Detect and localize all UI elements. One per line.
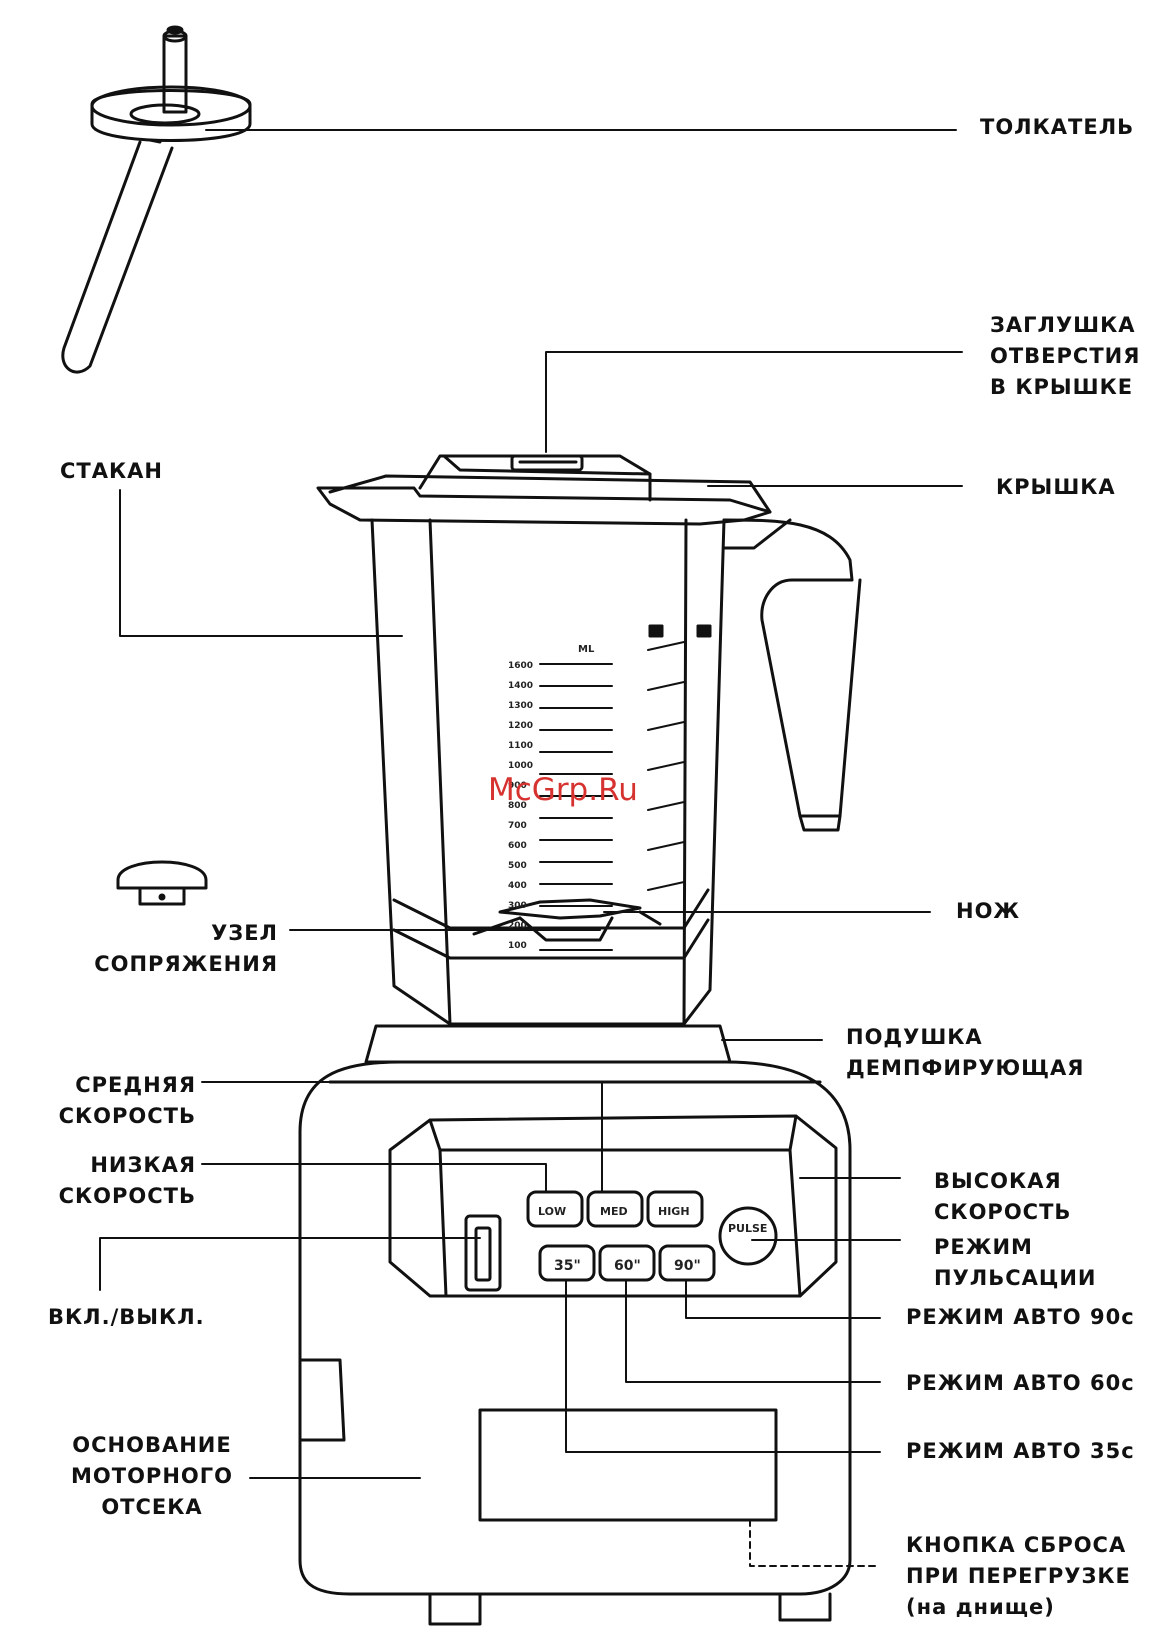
scale-mark-label: 300 (508, 901, 527, 911)
scale-labels: 1600 1400 1300 1200 1100 1000 900 800 700 600 500 4… (508, 661, 533, 951)
label-damping-pad-line: ПОДУШКА (846, 1025, 983, 1049)
panel-med-text: MED (600, 1205, 628, 1218)
label-pulse-mode-line: РЕЖИМ (934, 1235, 1033, 1259)
label-jar: СТАКАН (60, 459, 163, 483)
scale-mark-label: 400 (508, 881, 527, 891)
label-coupling-line: СОПРЯЖЕНИЯ (94, 952, 278, 976)
label-pulse-mode: РЕЖИМ ПУЛЬСАЦИИ (934, 1232, 1097, 1294)
scale-mark-label: 1300 (508, 701, 533, 711)
label-reset: КНОПКА СБРОСА ПРИ ПЕРЕГРУЗКЕ (на днище) (906, 1530, 1131, 1623)
scale-mark-label: 100 (508, 941, 527, 951)
leader-lines (99, 129, 963, 1567)
label-motor-base-line: ОТСЕКА (101, 1495, 203, 1519)
label-high-speed-line: СКОРОСТЬ (934, 1200, 1072, 1224)
label-lid-plug: ЗАГЛУШКА ОТВЕРСТИЯ В КРЫШКЕ (990, 310, 1140, 403)
label-reset-line: (на днище) (906, 1595, 1055, 1619)
label-pulse-mode-line: ПУЛЬСАЦИИ (934, 1266, 1097, 1290)
label-low-speed-line: НИЗКАЯ (90, 1153, 196, 1177)
label-lid-plug-line: ЗАГЛУШКА (990, 313, 1136, 337)
scale-mark-label: 1000 (508, 761, 533, 771)
label-motor-base-line: ОСНОВАНИЕ (72, 1433, 232, 1457)
scale-unit-text: ML (578, 644, 595, 655)
pusher-illustration (61, 25, 252, 374)
panel-35-text: 35" (554, 1258, 581, 1274)
label-high-speed: ВЫСОКАЯ СКОРОСТЬ (934, 1166, 1071, 1228)
panel-90-text: 90" (674, 1258, 701, 1274)
label-pusher: ТОЛКАТЕЛЬ (980, 115, 1135, 139)
panel-pulse-text: PULSE (728, 1222, 767, 1235)
label-reset-line: КНОПКА СБРОСА (906, 1533, 1127, 1557)
label-coupling: УЗЕЛ СОПРЯЖЕНИЯ (60, 918, 278, 980)
scale-mark-label: 900 (508, 781, 527, 791)
scale-mark-label: 1100 (508, 741, 533, 751)
panel-60-text: 60" (614, 1258, 641, 1274)
panel-high-text: HIGH (658, 1205, 690, 1218)
watermark: McGrp.Ru (488, 772, 638, 808)
label-blade: НОЖ (956, 899, 1021, 923)
scale-mark-label: 1600 (508, 661, 533, 671)
coupling-part-illustration (116, 860, 208, 906)
scale-mark-label: 600 (508, 841, 527, 851)
label-auto90: РЕЖИМ АВТО 90с (906, 1305, 1135, 1329)
label-lid-plug-line: ОТВЕРСТИЯ (990, 344, 1141, 368)
label-medium-speed-line: СКОРОСТЬ (58, 1104, 196, 1128)
scale-mark-label: 1400 (508, 681, 533, 691)
label-high-speed-line: ВЫСОКАЯ (934, 1169, 1062, 1193)
panel-text: LOW MED HIGH PULSE 35" 60" 90" ML 1600 14… (508, 644, 767, 1274)
label-reset-line: ПРИ ПЕРЕГРУЗКЕ (906, 1564, 1131, 1588)
label-coupling-line: УЗЕЛ (211, 921, 278, 945)
scale-mark-label: 700 (508, 821, 527, 831)
label-motor-base: ОСНОВАНИЕ МОТОРНОГО ОТСЕКА (60, 1430, 244, 1523)
label-power: ВКЛ./ВЫКЛ. (48, 1305, 205, 1329)
label-motor-base-line: МОТОРНОГО (71, 1464, 233, 1488)
jar-illustration (316, 454, 862, 1026)
motor-base-illustration (298, 1060, 852, 1626)
damping-pad-illustration (364, 1024, 732, 1064)
scale-mark-label: 800 (508, 801, 527, 811)
scale-mark-label: 200 (508, 921, 527, 931)
label-medium-speed-line: СРЕДНЯЯ (75, 1073, 196, 1097)
label-lid-plug-line: В КРЫШКЕ (990, 375, 1134, 399)
label-lid: КРЫШКА (996, 475, 1116, 499)
label-low-speed: НИЗКАЯ СКОРОСТЬ (40, 1150, 196, 1212)
label-damping-pad: ПОДУШКА ДЕМПФИРУЮЩАЯ (846, 1022, 1084, 1084)
label-damping-pad-line: ДЕМПФИРУЮЩАЯ (846, 1056, 1085, 1080)
label-low-speed-line: СКОРОСТЬ (58, 1184, 196, 1208)
scale-mark-label: 1200 (508, 721, 533, 731)
label-medium-speed: СРЕДНЯЯ СКОРОСТЬ (40, 1070, 196, 1132)
label-auto35: РЕЖИМ АВТО 35с (906, 1439, 1135, 1463)
label-auto60: РЕЖИМ АВТО 60с (906, 1371, 1135, 1395)
scale-mark-label: 500 (508, 861, 527, 871)
panel-low-text: LOW (538, 1205, 566, 1218)
